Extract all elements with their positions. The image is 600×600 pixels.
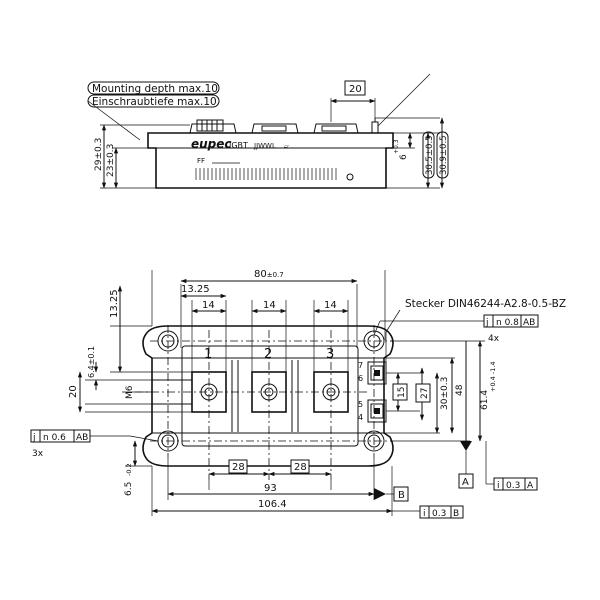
- dim-48: 48: [455, 384, 465, 396]
- tol-count-4x: 4x: [488, 334, 500, 344]
- dim-28-b: 28: [294, 462, 307, 473]
- dim-6-tol: +0.3: [393, 139, 400, 154]
- dim-14-a: 14: [202, 300, 215, 311]
- type-label: IGBT: [229, 141, 248, 150]
- dim-27: 27: [420, 388, 430, 399]
- pin-7-label: 7: [358, 361, 363, 370]
- terminal-1-label: 1: [204, 347, 212, 362]
- dim-61-4-tol: +0.4 -1.4: [489, 361, 497, 392]
- dim-30: 30±0.3: [440, 377, 450, 410]
- dim-13-25-top: 13.25: [181, 284, 210, 295]
- dim-61-4: 61.4: [480, 390, 490, 410]
- terminal-screw-1: [196, 119, 224, 132]
- pin-6-label: 6: [358, 374, 363, 383]
- date-code: JJWWL: [253, 142, 276, 150]
- brand-logo: eupec: [191, 137, 232, 151]
- dim-6-5-tol: -0.2: [125, 463, 133, 476]
- dim-80: 80±0.7: [254, 269, 284, 280]
- dim-23: 23±0.3: [106, 144, 116, 177]
- dim-28-a: 28: [232, 462, 245, 473]
- pin-5-label: 5: [358, 400, 363, 409]
- tol-flat-sym: j: [485, 318, 489, 328]
- dim-106-4: 106.4: [258, 499, 287, 510]
- connector-note: Stecker DIN46244-A2.8-0.5-BZ: [405, 298, 566, 310]
- tol-flat-val: n 0.8: [496, 318, 519, 328]
- dim-29: 29±0.3: [94, 138, 104, 171]
- tol-a-val: 0.3: [506, 481, 520, 491]
- marking-ff: FF: [197, 157, 205, 165]
- terminal-3-label: 3: [326, 347, 334, 362]
- dim-6: 6: [399, 154, 409, 160]
- tol-b-sym: i: [423, 509, 426, 519]
- rating-hatch: [195, 168, 337, 180]
- tol-flat-ref: AB: [523, 318, 535, 328]
- dim-93: 93: [264, 483, 277, 494]
- tol-holes-val: n 0.6: [43, 433, 66, 443]
- einschraubtiefe-note: Einschraubtiefe max.10: [92, 96, 217, 108]
- tol-a-sym: i: [497, 481, 500, 491]
- datum-a: A: [462, 477, 469, 488]
- ul-mark: ▱: [284, 143, 289, 150]
- dim-14-b: 14: [263, 300, 276, 311]
- tol-frame-a: i 0.3 A: [493, 477, 538, 491]
- pin-4-label: 4: [358, 413, 363, 422]
- tol-holes-ref: AB: [76, 433, 88, 443]
- tol-b-val: 0.3: [432, 509, 446, 519]
- datum-b: B: [398, 490, 405, 501]
- tol-count-3x: 3x: [32, 449, 44, 459]
- dim-6-4: 6.4±0.1: [87, 346, 96, 378]
- dim-13-25-left: 13.25: [109, 289, 120, 318]
- mounting-depth-note-frame: [87, 81, 220, 95]
- top-view: 1 2 3 7 6 5 4 Stecker DIN46244-A2.8-0.5-…: [30, 269, 566, 519]
- dim-14-c: 14: [324, 300, 337, 311]
- side-view: Mounting depth max.10 Einschraubtiefe ma…: [87, 73, 449, 189]
- tol-holes-sym: j: [32, 433, 36, 443]
- dim-30-9: 30.9±0.5: [439, 135, 449, 175]
- tol-frame-holes: j n 0.6 AB 3x: [30, 429, 159, 459]
- ground-mark: [346, 173, 354, 181]
- dim-20-side: 20: [349, 84, 362, 95]
- tol-b-ref: B: [453, 509, 459, 519]
- mounting-depth-note: Mounting depth max.10: [92, 83, 218, 95]
- tol-a-ref: A: [527, 481, 534, 491]
- baseplate-outline: [142, 325, 394, 467]
- tol-frame-flatness: j n 0.8 AB 4x: [373, 314, 539, 344]
- terminal-2-label: 2: [264, 347, 272, 362]
- dim-30-5: 30.5±0.5: [425, 135, 435, 175]
- tol-frame-b: i 0.3 B: [419, 505, 464, 519]
- note-leader-line: [87, 100, 141, 141]
- dim-6-5: 6.5: [124, 482, 134, 496]
- dim-15: 15: [397, 387, 407, 398]
- dim-20-left: 20: [68, 385, 79, 398]
